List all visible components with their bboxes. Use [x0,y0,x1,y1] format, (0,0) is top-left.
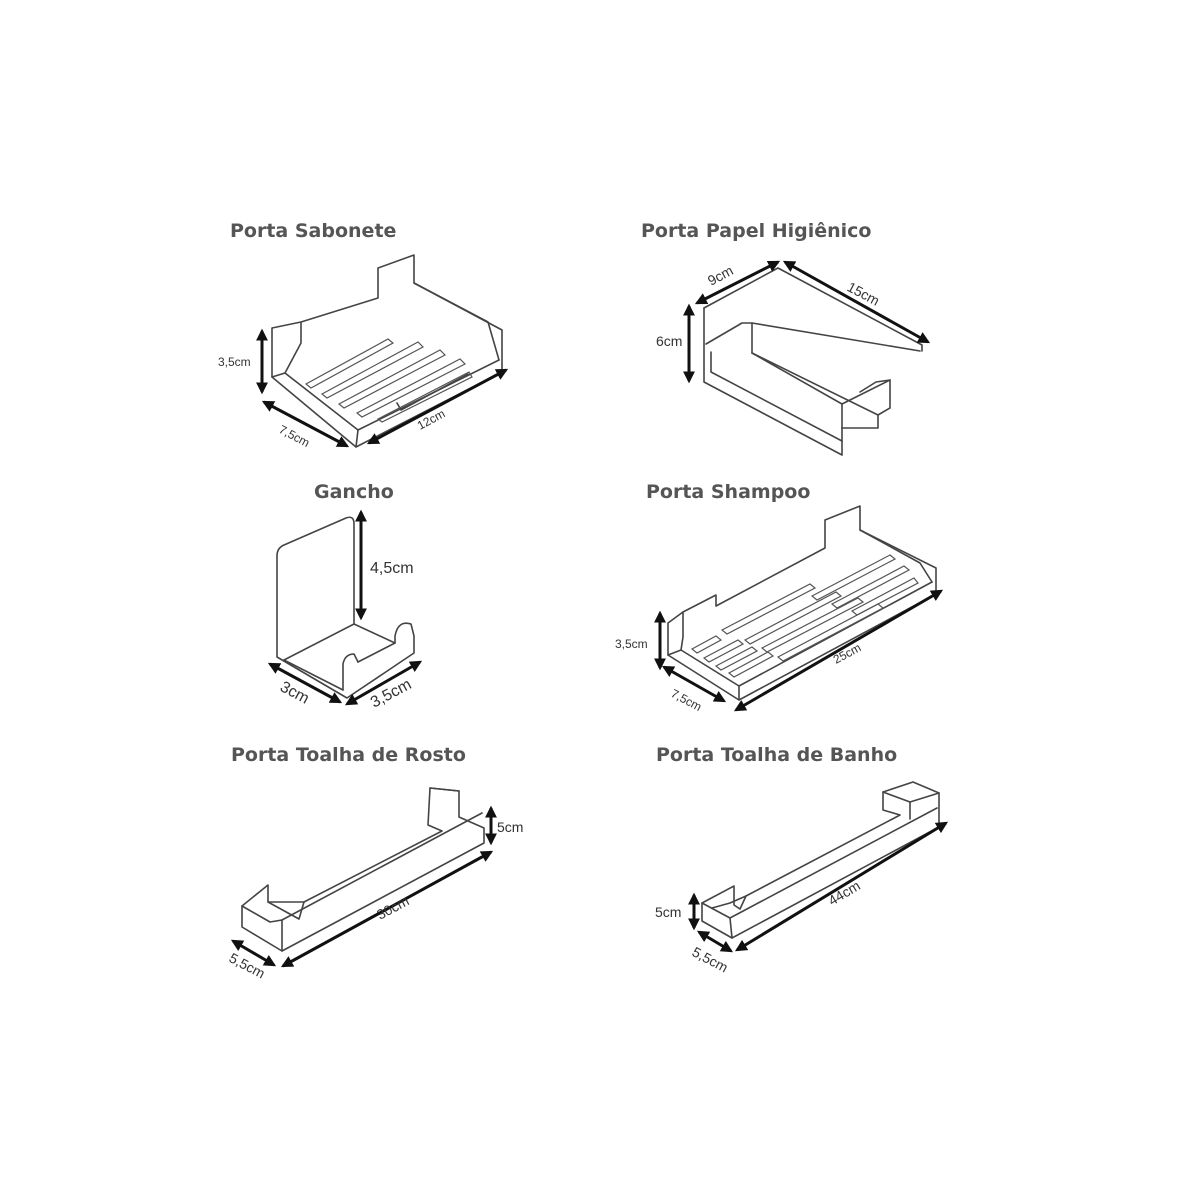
soap-dish-group: Porta Sabonete 3,5cm 7,5cm 12cm [218,220,509,450]
toilet-paper-holder-height-label: 6cm [656,333,682,349]
shampoo-shelf-title: Porta Shampoo [646,481,810,503]
shampoo-shelf-depth-arrow [661,665,727,703]
toilet-paper-holder-title: Porta Papel Higiênico [641,220,872,242]
bath-towel-rack-drawing [701,781,940,939]
soap-dish-title: Porta Sabonete [230,220,396,242]
shampoo-shelf-depth-label: 7,5cm [669,686,704,714]
bath-towel-rack-length-arrow [734,821,949,952]
shampoo-shelf-length-arrow [733,589,944,712]
face-towel-rack-depth-label: 5,5cm [227,950,268,982]
soap-dish-depth-label: 7,5cm [277,422,312,450]
face-towel-rack-height-label: 5cm [497,819,523,835]
bath-towel-rack-depth-arrow [696,930,734,953]
face-towel-rack-depth-arrow [230,939,277,967]
face-towel-rack-title: Porta Toalha de Rosto [231,744,466,766]
face-towel-rack-length-arrow [280,850,494,968]
soap-dish-length-arrow [366,368,509,445]
toilet-paper-holder-depth-arrow [694,260,781,305]
hook-height-label: 4,5cm [370,560,414,577]
hook-drawing [276,516,415,699]
hook-width-label: 3,5cm [368,676,414,711]
hook-group: Gancho 4,5cm 3cm 3,5cm [267,481,423,712]
face-towel-rack-group: Porta Toalha de Rosto 5cm 30cm 5,5cm [227,744,524,982]
hook-title: Gancho [314,481,394,503]
soap-dish-drawing [271,254,503,448]
face-towel-rack-drawing [241,787,485,952]
toilet-paper-holder-drawing [703,267,923,456]
soap-dish-height-label: 3,5cm [218,355,251,369]
hook-depth-arrow [267,662,343,704]
face-towel-rack-length-label: 30cm [374,892,412,922]
hook-width-arrow [344,660,423,706]
toilet-paper-holder-length-arrow [782,260,931,344]
shampoo-shelf-drain-slots [690,554,919,678]
bath-towel-rack-title: Porta Toalha de Banho [656,744,897,766]
shampoo-shelf-group: Porta Shampoo 3,5cm 7,5c [615,481,944,714]
soap-dish-depth-arrow [261,400,350,448]
toilet-paper-holder-group: Porta Papel Higiênico 9cm 15cm 6cm [641,220,931,456]
bath-towel-rack-group: Porta Toalha de Banho 5cm 44cm 5,5cm [655,744,949,976]
bath-towel-rack-height-label: 5cm [655,904,681,920]
shampoo-shelf-height-label: 3,5cm [615,637,648,651]
bath-towel-rack-length-label: 44cm [825,877,863,908]
